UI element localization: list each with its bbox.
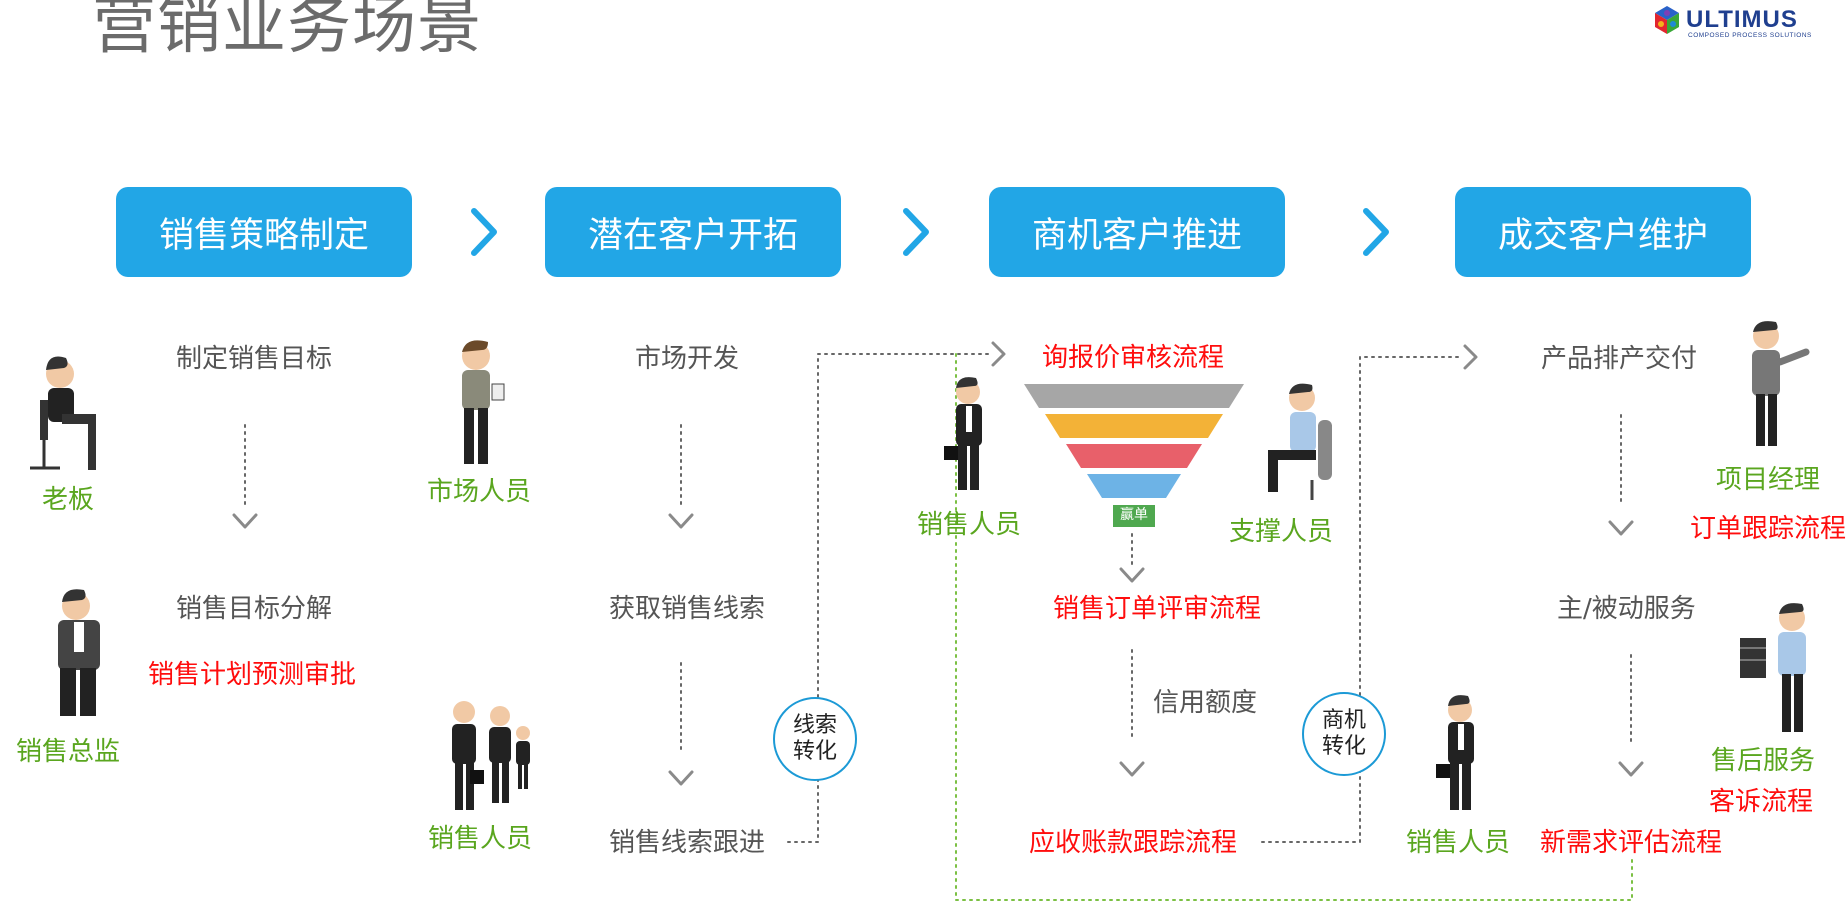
chevron-right-icon <box>903 208 929 256</box>
role-market-staff: 市场人员 <box>427 477 532 507</box>
opportunity-conversion-badge: 商机 转化 <box>1302 692 1386 776</box>
step-lead-follow-up: 销售线索跟进 <box>609 828 766 858</box>
logo-wordmark: ULTIMUS <box>1686 6 1798 33</box>
logo-tagline: COMPOSED PROCESS SOLUTIONS <box>1688 32 1812 39</box>
step-decompose-target: 销售目标分解 <box>176 594 333 624</box>
role-sales-staff: 销售人员 <box>917 510 1022 540</box>
chevron-right-icon <box>471 208 497 256</box>
role-sales-staff: 销售人员 <box>428 824 533 854</box>
stage-prospect-development: 潜在客户开拓 <box>545 187 841 277</box>
page-title: 营销业务场景 <box>92 0 482 63</box>
role-project-manager: 项目经理 <box>1716 465 1821 495</box>
chevron-right-icon <box>1363 208 1389 256</box>
process-complaint: 客诉流程 <box>1709 787 1814 817</box>
step-credit-limit: 信用额度 <box>1153 688 1258 718</box>
market-person-icon <box>462 340 505 464</box>
process-order-tracking: 订单跟踪流程 <box>1690 514 1847 544</box>
project-manager-person-icon <box>1752 321 1810 446</box>
role-sales-staff: 销售人员 <box>1406 828 1511 858</box>
stage-opportunity-advance: 商机客户推进 <box>989 187 1285 277</box>
sales-funnel-icon <box>1024 384 1244 527</box>
process-sales-forecast-approval: 销售计划预测审批 <box>148 660 357 690</box>
stage-customer-maintenance: 成交客户维护 <box>1455 187 1751 277</box>
role-support-staff: 支撑人员 <box>1229 517 1334 547</box>
sales-person-icon <box>944 377 982 490</box>
chevron-down-icon <box>1119 567 1145 583</box>
chevron-down-icon <box>668 513 694 529</box>
ultimus-logo: ULTIMUS COMPOSED PROCESS SOLUTIONS <box>1650 4 1840 44</box>
chevron-right-small-icon <box>1463 344 1478 370</box>
process-receivables-tracking: 应收账款跟踪流程 <box>1029 828 1238 858</box>
chevron-right-small-icon <box>991 341 1006 367</box>
process-new-requirement-evaluation: 新需求评估流程 <box>1540 828 1723 858</box>
sales-person-icon <box>1436 695 1474 810</box>
sales-director-person-icon <box>58 589 100 716</box>
role-sales-director: 销售总监 <box>16 737 121 767</box>
step-production-delivery: 产品排产交付 <box>1541 344 1698 374</box>
chevron-down-icon <box>668 770 694 786</box>
chevron-down-icon <box>1618 761 1644 777</box>
sales-team-icon <box>452 701 530 810</box>
role-boss: 老板 <box>42 485 95 515</box>
support-person-icon <box>1268 383 1332 500</box>
chevron-down-icon <box>1119 761 1145 777</box>
process-quote-approval: 询报价审核流程 <box>1042 343 1225 373</box>
step-set-sales-target: 制定销售目标 <box>176 344 333 374</box>
role-aftersales: 售后服务 <box>1711 746 1816 776</box>
process-order-review: 销售订单评审流程 <box>1053 594 1262 624</box>
aftersales-person-icon <box>1740 603 1806 732</box>
boss-person-icon <box>30 356 96 470</box>
funnel-win-label: 赢单 <box>1120 507 1148 523</box>
stage-sales-strategy: 销售策略制定 <box>116 187 412 277</box>
step-market-development: 市场开发 <box>635 344 740 374</box>
chevron-down-icon <box>232 513 258 529</box>
chevron-down-icon <box>1608 520 1634 536</box>
step-service: 主/被动服务 <box>1557 594 1696 624</box>
logo-cube-icon <box>1655 6 1679 34</box>
lead-conversion-badge: 线索 转化 <box>773 697 857 781</box>
step-acquire-leads: 获取销售线索 <box>609 594 766 624</box>
